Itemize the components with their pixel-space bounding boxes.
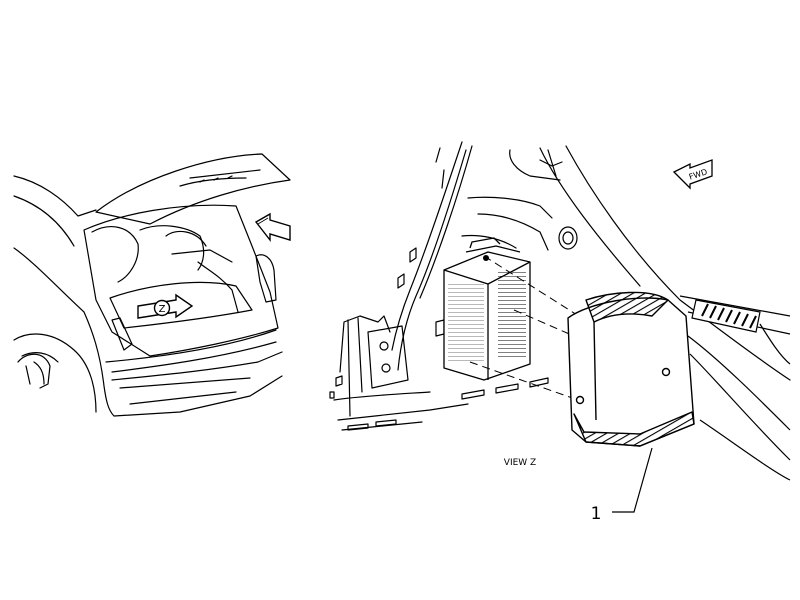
car-overview	[13, 153, 291, 417]
callout-number: 1	[591, 504, 602, 524]
zoom-marker-letter: Z	[159, 304, 166, 315]
cover-panel	[567, 291, 695, 447]
callout-1: 1	[591, 447, 653, 524]
amplifier-module	[443, 237, 531, 381]
view-label: VIEW Z	[504, 458, 536, 468]
fwd-arrow-right: FWD	[672, 159, 713, 190]
view-z-marker: Z	[137, 293, 194, 319]
leader-lines	[469, 255, 665, 401]
side-trim	[679, 295, 791, 481]
fwd-arrow-left	[254, 212, 291, 243]
